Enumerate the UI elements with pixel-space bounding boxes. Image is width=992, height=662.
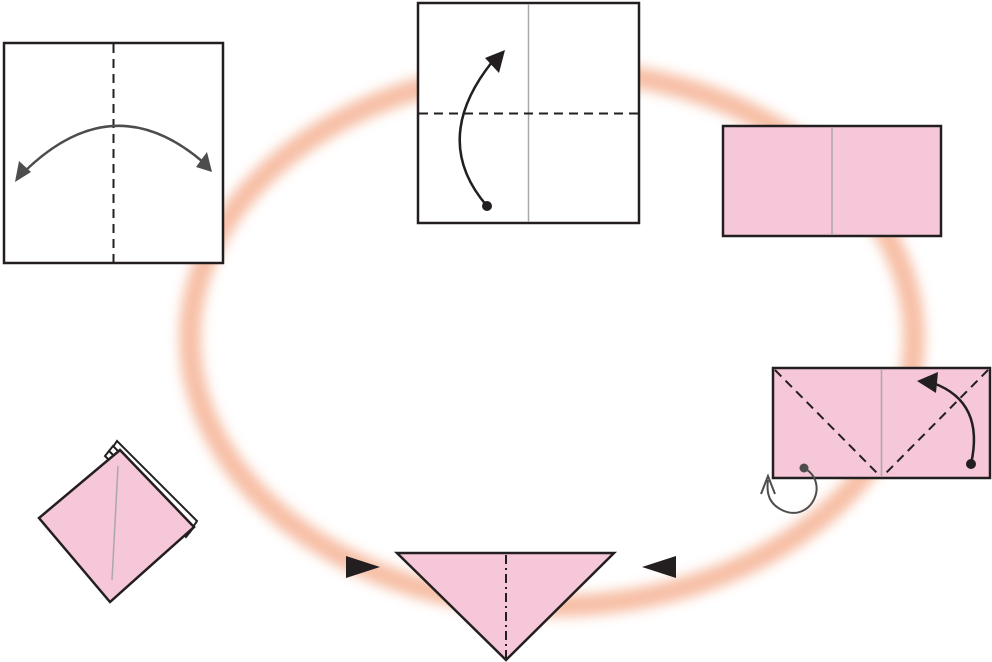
step-6-paper <box>37 448 196 604</box>
step-1 <box>2 41 225 265</box>
double-arrow-icon <box>15 124 212 182</box>
step-6 <box>37 439 199 604</box>
fold-behind-icon <box>760 463 818 514</box>
valley-fold-line-right <box>882 369 989 477</box>
step-5 <box>346 551 676 662</box>
push-arrow-icon <box>346 556 380 578</box>
step-4 <box>760 366 992 514</box>
push-arrow-icon <box>642 556 676 578</box>
fold-arrow-icon <box>917 372 976 469</box>
crease-line <box>111 465 119 581</box>
step-3 <box>721 124 943 238</box>
valley-fold-line-left <box>774 369 881 477</box>
step-2 <box>416 1 641 225</box>
fold-arrow-icon <box>458 50 505 211</box>
